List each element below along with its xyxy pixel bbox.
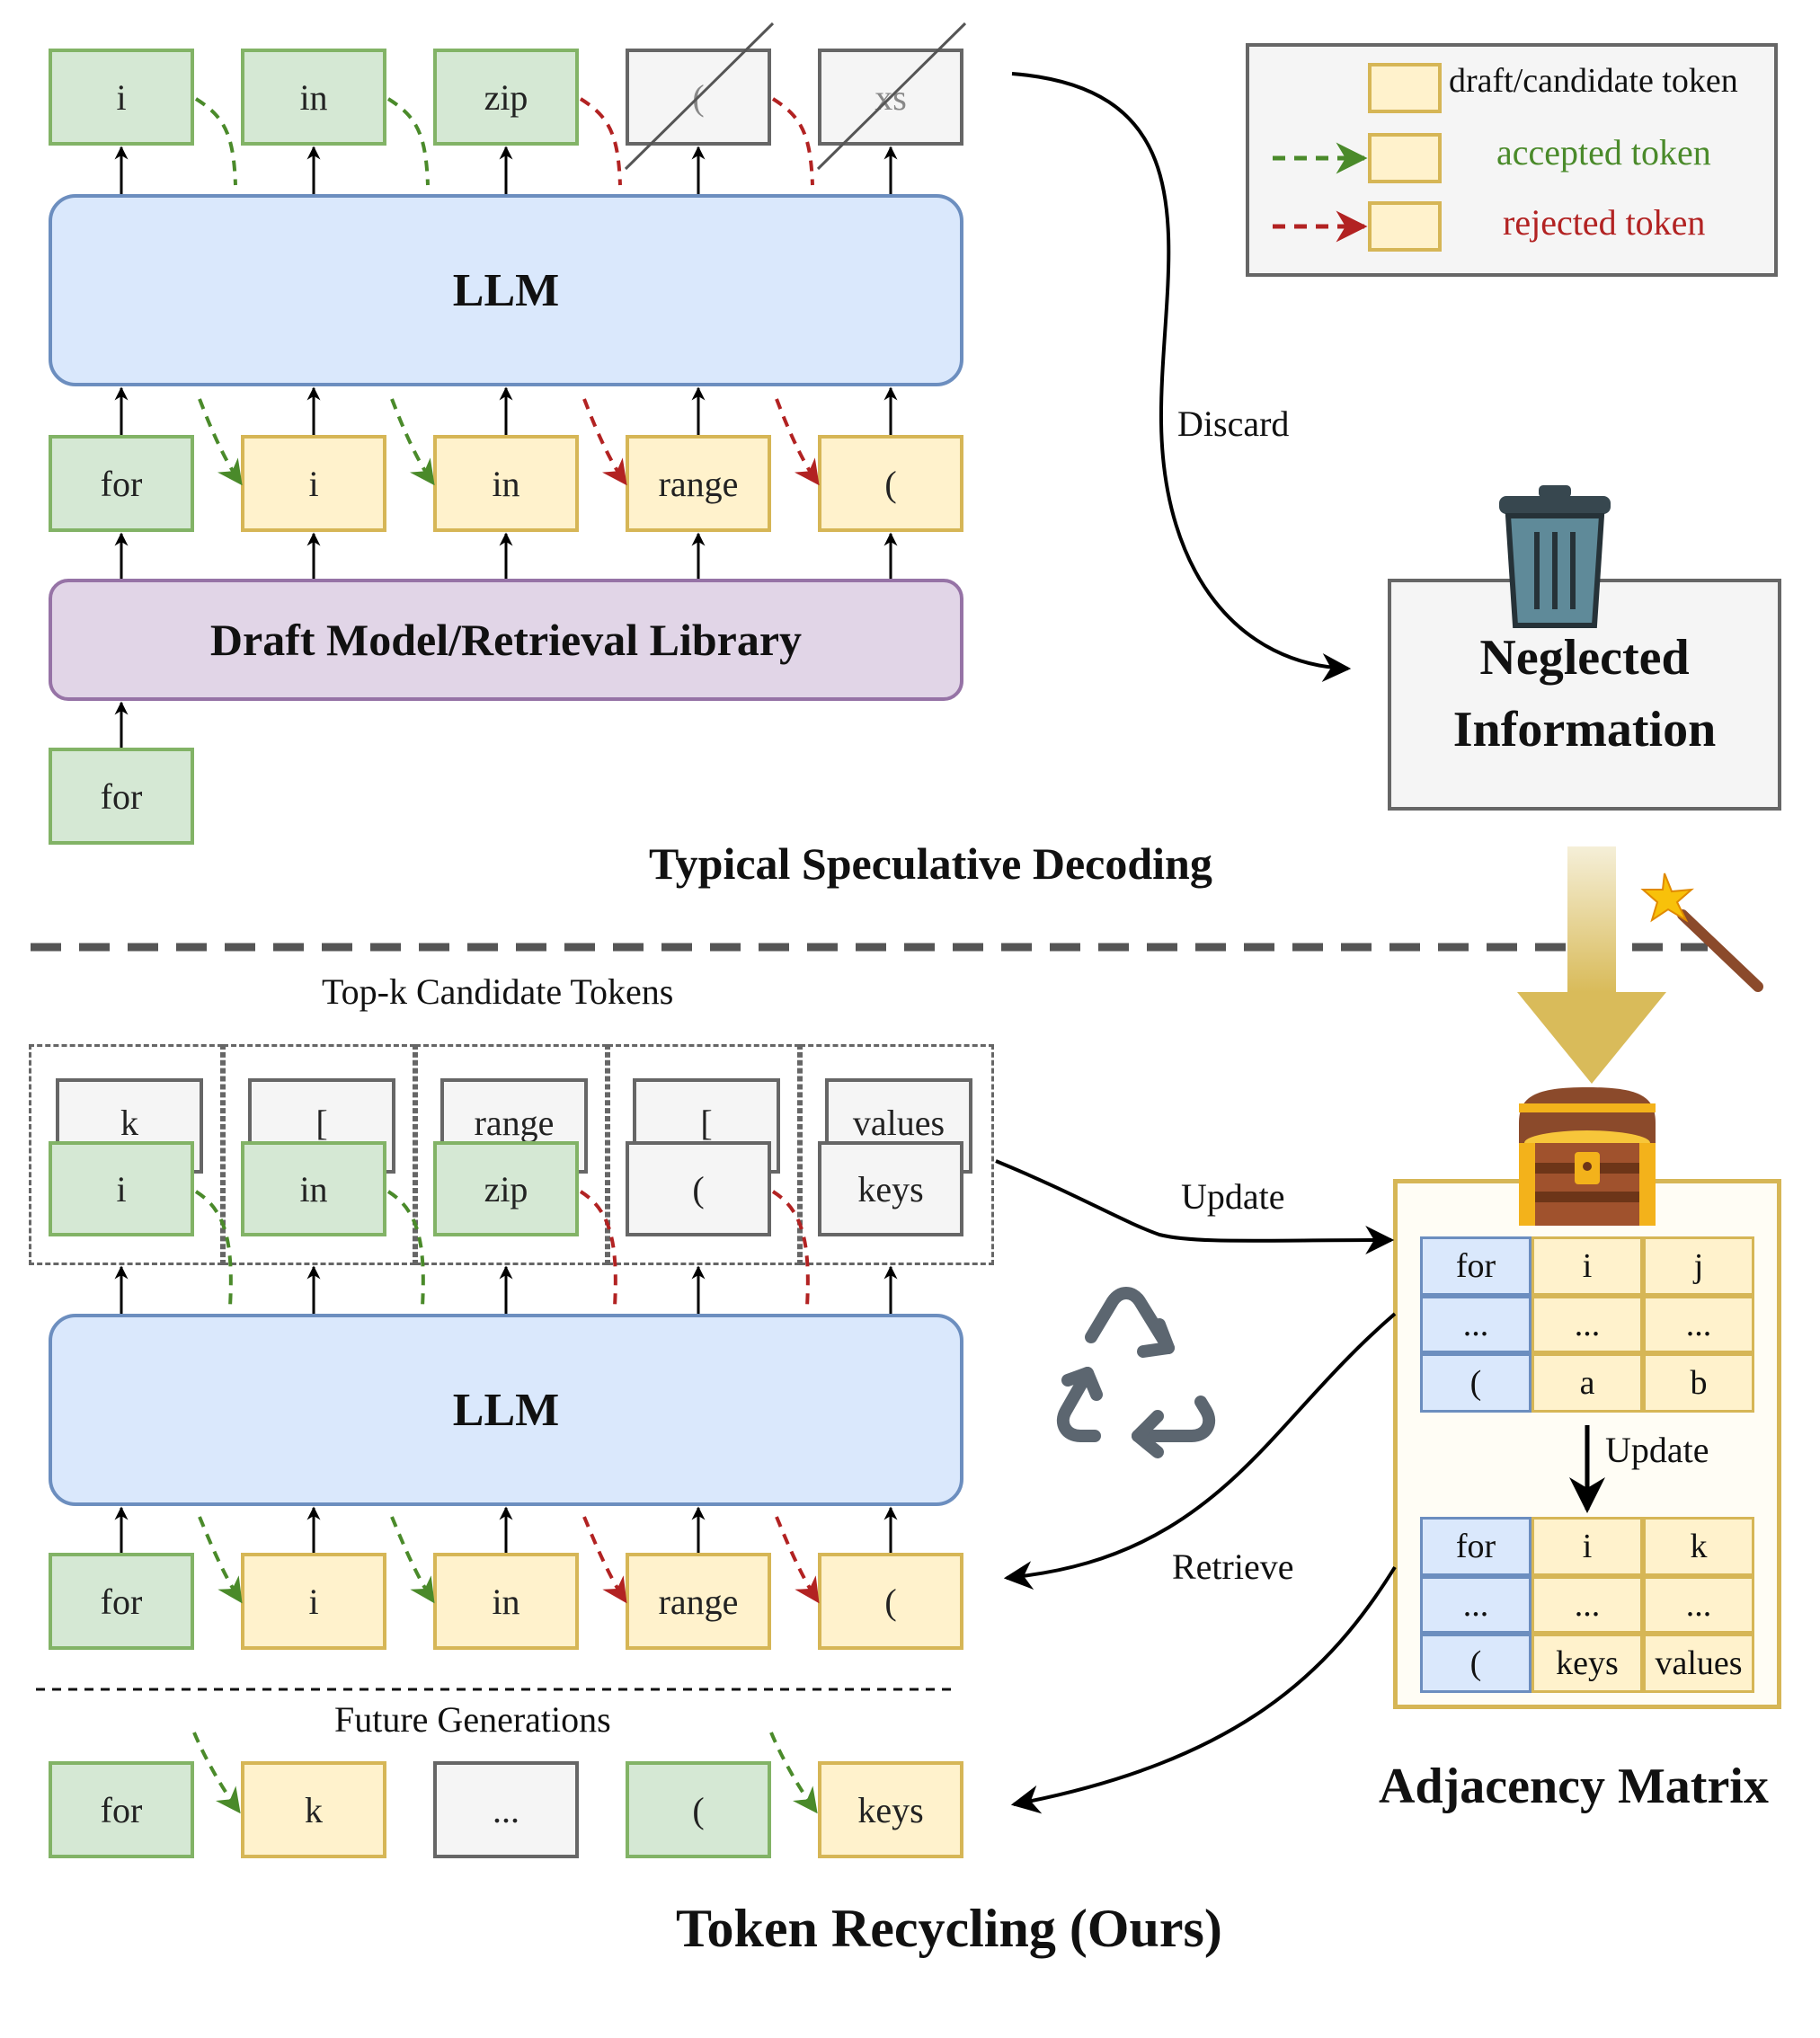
accepted-arrow	[390, 1516, 435, 1604]
bottom-input-token: (	[818, 1553, 963, 1650]
legend-rejected-label: rejected token	[1503, 202, 1706, 243]
candidate-group	[223, 1044, 415, 1265]
top-caption: Typical Speculative Decoding	[649, 838, 1212, 889]
bottom-input-token: i	[241, 1553, 386, 1650]
matrix-cell: ...	[1643, 1576, 1754, 1634]
neglected-info-line2: Information	[1452, 702, 1717, 758]
rejected-arrow	[582, 1516, 627, 1604]
legend-draft-label: draft/candidate token	[1449, 62, 1738, 100]
neglected-info-box	[1388, 579, 1781, 811]
retrieve-label: Retrieve	[1172, 1546, 1294, 1587]
matrix-cell: for	[1420, 1517, 1531, 1576]
top-input-token: i	[241, 435, 386, 532]
rejected-arrow	[775, 398, 820, 486]
future-token: for	[49, 1761, 194, 1858]
matrix-cell: i	[1531, 1236, 1643, 1296]
prompt-token: for	[49, 748, 194, 845]
matrix-title: Adjacency Matrix	[1379, 1759, 1769, 1814]
rejected-arrow	[582, 398, 627, 486]
legend-accepted-swatch	[1368, 133, 1442, 183]
future-token: (	[626, 1761, 771, 1858]
matrix-cell: for	[1420, 1236, 1531, 1296]
topk-label: Top-k Candidate Tokens	[322, 971, 674, 1012]
top-llm-block: LLM	[49, 194, 963, 386]
candidate-front-token: zip	[433, 1141, 579, 1236]
top-input-token: for	[49, 435, 194, 532]
future-retrieve-arrow	[1010, 1565, 1397, 1814]
accepted-arrow	[198, 398, 243, 486]
rejected-link	[579, 97, 622, 186]
matrix-cell: ...	[1643, 1296, 1754, 1353]
accepted-arrow	[192, 1732, 241, 1814]
accepted-arrow	[198, 1516, 243, 1604]
matrix-cell: b	[1643, 1353, 1754, 1413]
matrix-cell: ...	[1531, 1576, 1643, 1634]
candidate-group	[29, 1044, 223, 1265]
candidate-front-token: keys	[818, 1141, 963, 1236]
recycle-icon	[1056, 1287, 1216, 1458]
top-output-token: zip	[433, 49, 579, 146]
candidate-front-token: in	[241, 1141, 386, 1236]
top-input-token: (	[818, 435, 963, 532]
bottom-input-token: in	[433, 1553, 579, 1650]
rejected-link	[771, 97, 814, 186]
future-token: ...	[433, 1761, 579, 1858]
transform-arrow	[1517, 846, 1666, 1084]
legend-accepted-label: accepted token	[1496, 132, 1711, 173]
neglected-info-line1: Neglected	[1479, 630, 1690, 686]
candidate-front-token: i	[49, 1141, 194, 1236]
bottom-input-token: range	[626, 1553, 771, 1650]
matrix-cell: i	[1531, 1517, 1643, 1576]
future-token: k	[241, 1761, 386, 1858]
matrix-cell: j	[1643, 1236, 1754, 1296]
top-input-token: in	[433, 435, 579, 532]
accepted-arrow	[769, 1732, 818, 1814]
candidate-group	[800, 1044, 994, 1265]
top-output-token-discarded: (	[626, 49, 771, 146]
bottom-llm-block: LLM	[49, 1314, 963, 1506]
matrix-update-label: Update	[1605, 1430, 1709, 1470]
matrix-cell: ...	[1420, 1296, 1531, 1353]
accepted-link	[386, 97, 430, 186]
top-input-token: range	[626, 435, 771, 532]
retrieve-arrow	[1003, 1312, 1397, 1591]
legend-rejected-swatch	[1368, 201, 1442, 252]
top-output-token-discarded: xs	[818, 49, 963, 146]
update-label: Update	[1181, 1176, 1285, 1217]
rejected-arrow	[775, 1516, 820, 1604]
matrix-cell: (	[1420, 1353, 1531, 1413]
matrix-cell: k	[1643, 1517, 1754, 1576]
magic-wand-icon	[1640, 873, 1763, 992]
accepted-arrow	[390, 398, 435, 486]
candidate-group	[608, 1044, 800, 1265]
future-generations-label: Future Generations	[334, 1699, 611, 1740]
matrix-cell: (	[1420, 1634, 1531, 1693]
matrix-cell: ...	[1420, 1576, 1531, 1634]
matrix-cell: a	[1531, 1353, 1643, 1413]
future-token: keys	[818, 1761, 963, 1858]
top-output-token: in	[241, 49, 386, 146]
draft-model-block: Draft Model/Retrieval Library	[49, 579, 963, 701]
candidate-front-token: (	[626, 1141, 771, 1236]
discard-label: Discard	[1177, 403, 1290, 444]
accepted-link	[194, 97, 237, 186]
top-output-token: i	[49, 49, 194, 146]
matrix-cell: keys	[1531, 1634, 1643, 1693]
matrix-cell: values	[1643, 1634, 1754, 1693]
bottom-input-token: for	[49, 1553, 194, 1650]
candidate-group	[415, 1044, 608, 1265]
matrix-cell: ...	[1531, 1296, 1643, 1353]
legend-draft-swatch	[1368, 63, 1442, 113]
bottom-caption: Token Recycling (Ours)	[676, 1899, 1222, 1958]
